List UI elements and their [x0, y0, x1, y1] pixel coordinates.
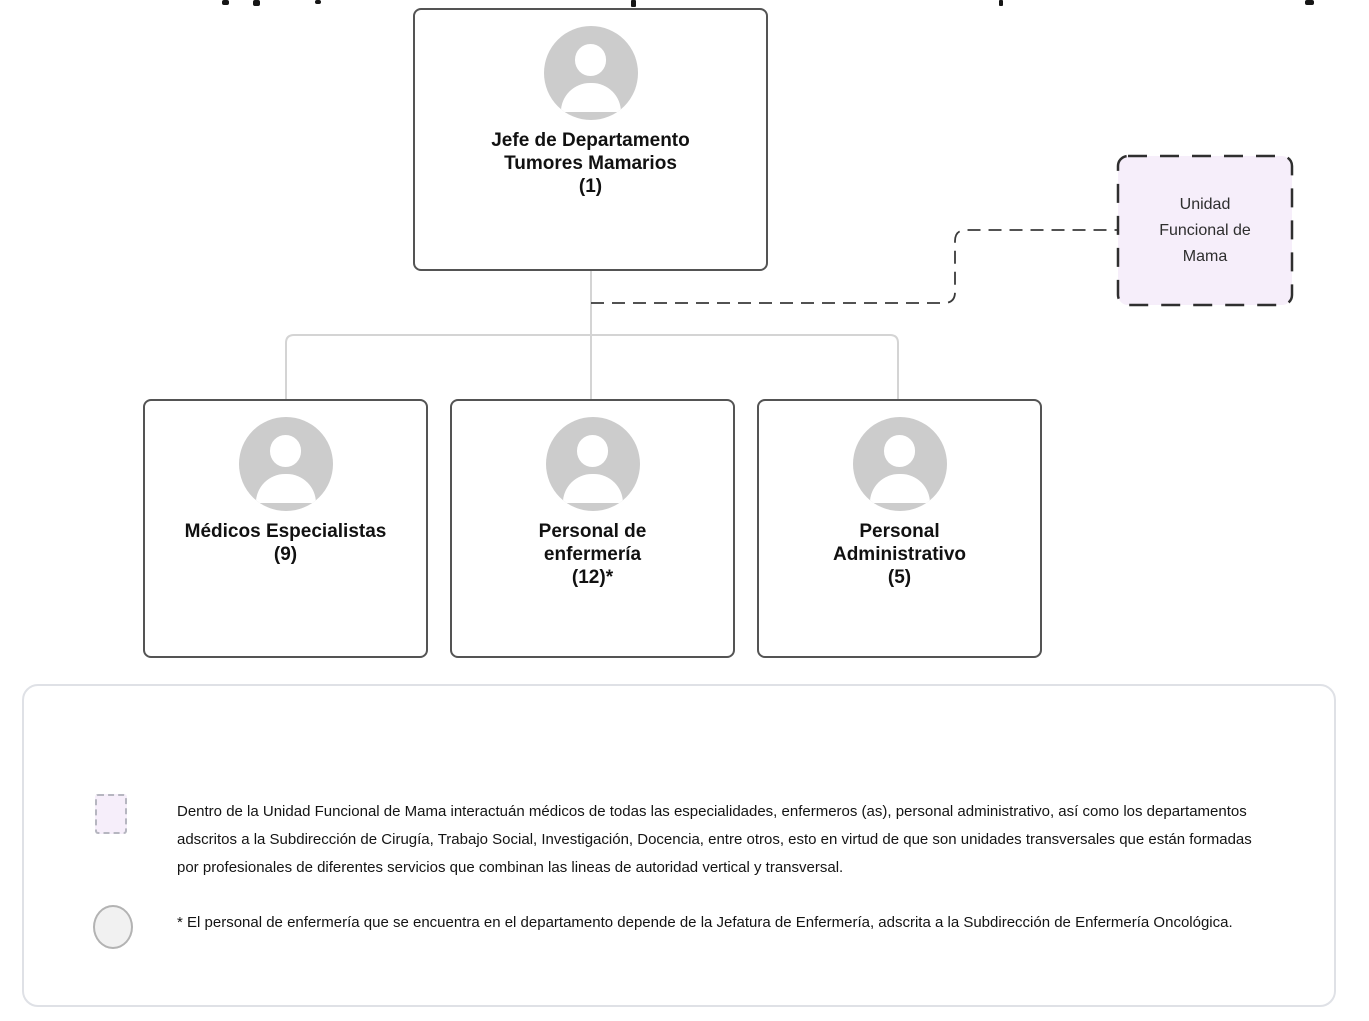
node-title-line: enfermería — [543, 544, 642, 565]
avatar-head — [883, 434, 916, 467]
legend-note-functional-unit: Dentro de la Unidad Funcional de Mama in… — [177, 803, 1252, 876]
avatar-torso — [560, 83, 621, 112]
node-title-line: (9) — [273, 544, 298, 565]
node-title-line: Unidad — [1179, 195, 1231, 213]
node-title-line: Mama — [1182, 247, 1228, 265]
person-avatar-icon — [852, 417, 947, 511]
node-title-line: Personal — [859, 521, 940, 542]
clipped-heading-fragments — [222, 0, 1314, 7]
node-title: Personal de enfermería (12)* — [539, 520, 647, 589]
node-title: Médicos Especialistas (9) — [185, 520, 387, 566]
node-title-line: (1) — [578, 176, 603, 197]
node-title-line: Funcional de — [1159, 221, 1251, 239]
avatar-head — [574, 43, 607, 76]
gray-circle-icon — [93, 905, 133, 949]
hierarchy-tree-lines — [285, 271, 899, 399]
functional-unit-box — [1116, 154, 1294, 307]
node-title-line: (5) — [887, 567, 912, 588]
org-node-personal-enfermeria: Personal de enfermería (12)* — [450, 399, 735, 658]
node-title-line: Jefe de Departamento — [491, 130, 690, 151]
legend-panel: Dentro de la Unidad Funcional de Mama in… — [22, 684, 1336, 1007]
org-node-medicos-especialistas: Médicos Especialistas (9) — [143, 399, 428, 658]
node-title-line: Administrativo — [832, 544, 967, 565]
org-node-unidad-funcional-mama: Unidad Funcional de Mama — [1117, 155, 1293, 306]
node-title: Personal Administrativo (5) — [833, 520, 966, 589]
node-title-line: Personal de — [538, 521, 647, 542]
avatar-torso — [255, 474, 316, 503]
dashed-functional-unit-link — [591, 229, 1117, 304]
node-title-line: Médicos Especialistas — [184, 521, 387, 542]
avatar-torso — [562, 474, 623, 503]
avatar-torso — [869, 474, 930, 503]
node-title-line: (12)* — [571, 567, 614, 588]
legend-note-enfermeria: * El personal de enfermería que se encue… — [177, 914, 1233, 931]
node-title: Jefe de Departamento Tumores Mamarios (1… — [491, 129, 690, 198]
person-avatar-icon — [543, 26, 638, 120]
avatar-head — [269, 434, 302, 467]
person-avatar-icon — [545, 417, 640, 511]
node-title-line: Tumores Mamarios — [504, 153, 677, 174]
org-node-jefe-departamento: Jefe de Departamento Tumores Mamarios (1… — [413, 8, 768, 271]
avatar-head — [576, 434, 609, 467]
org-node-personal-administrativo: Personal Administrativo (5) — [757, 399, 1042, 658]
person-avatar-icon — [238, 417, 333, 511]
lavender-dashed-square-icon — [95, 794, 127, 834]
